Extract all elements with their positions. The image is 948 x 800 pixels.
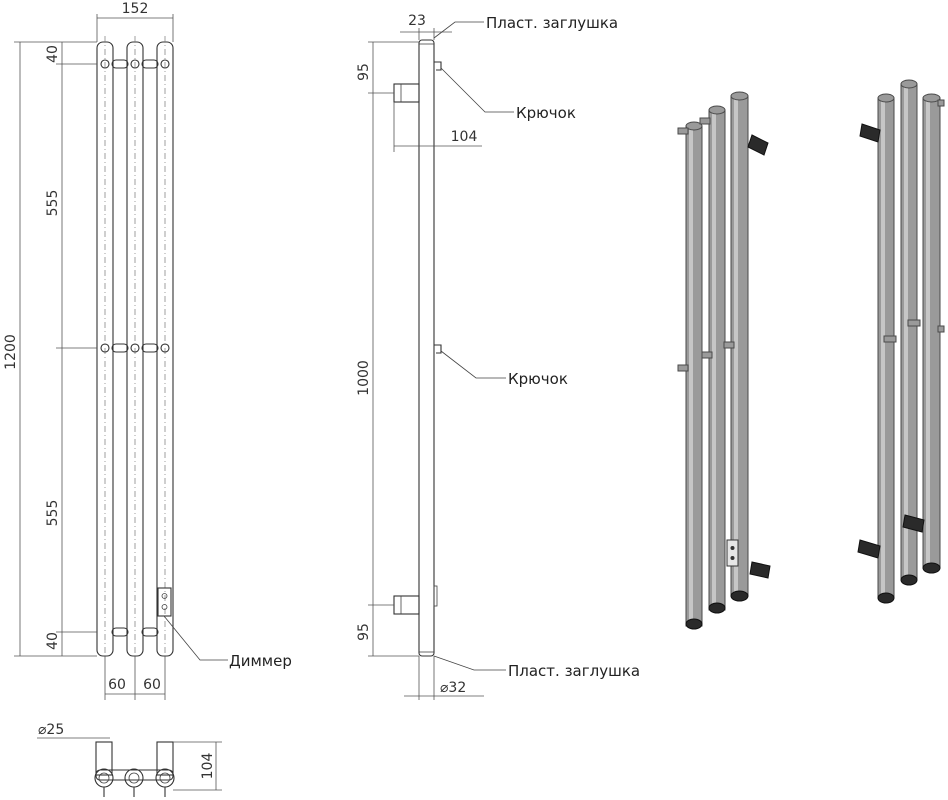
dim-height-total-label: 1200	[3, 334, 19, 370]
dim-vertical-left	[14, 41, 97, 657]
dim-width-top: 152	[96, 1, 174, 42]
dim-segment-lower-label: 555	[45, 500, 61, 527]
front-tube-middle	[126, 36, 144, 660]
dim-hook-drop-bottom-label: 95	[356, 623, 372, 641]
front-tube-left	[96, 36, 114, 660]
hook-middle-shape	[434, 344, 442, 354]
plastic-cap-bottom-label: Пласт. заглушка	[508, 662, 640, 680]
dim-spacing: 60 60	[104, 656, 166, 700]
render-3d-front	[677, 91, 771, 630]
hook-middle-label: Крючок	[508, 370, 568, 388]
dim-top-offset-label: 40	[45, 45, 61, 63]
front-view: 152 1200 40 555 555 40 60 60 Д	[3, 1, 292, 700]
dim-diameter-bottom-label: ⌀25	[38, 722, 64, 738]
dim-hook-drop-top-label: 95	[356, 63, 372, 81]
dim-segment-upper-label: 555	[45, 190, 61, 217]
dim-width-top-label: 152	[122, 1, 149, 17]
dimmer-label: Диммер	[229, 652, 292, 670]
dimmer-leader: Диммер	[163, 615, 292, 670]
front-tube-right	[156, 36, 174, 660]
dim-cap-width-label: 23	[408, 13, 426, 29]
dim-bottom-offset-label: 40	[45, 632, 61, 650]
dimmer-box	[157, 587, 172, 617]
front-connectors	[100, 59, 170, 637]
bottom-view: ⌀25 104	[37, 722, 222, 797]
hook-upper-label: Крючок	[516, 104, 576, 122]
render-3d-back	[857, 79, 945, 604]
dim-hook-depth-label: 104	[451, 129, 478, 145]
dim-depth-bottom-label: 104	[200, 753, 216, 780]
plastic-cap-top-label: Пласт. заглушка	[486, 14, 618, 32]
dim-spacing-2-label: 60	[143, 677, 161, 693]
hook-upper-shape	[434, 61, 442, 71]
dim-spacing-1-label: 60	[108, 677, 126, 693]
dim-side-length-label: 1000	[356, 360, 372, 396]
dim-pipe-diameter-label: ⌀32	[440, 680, 466, 696]
side-view: 23 95 1000 95 104 ⌀32 Пласт. заглушка Кр…	[356, 13, 640, 700]
